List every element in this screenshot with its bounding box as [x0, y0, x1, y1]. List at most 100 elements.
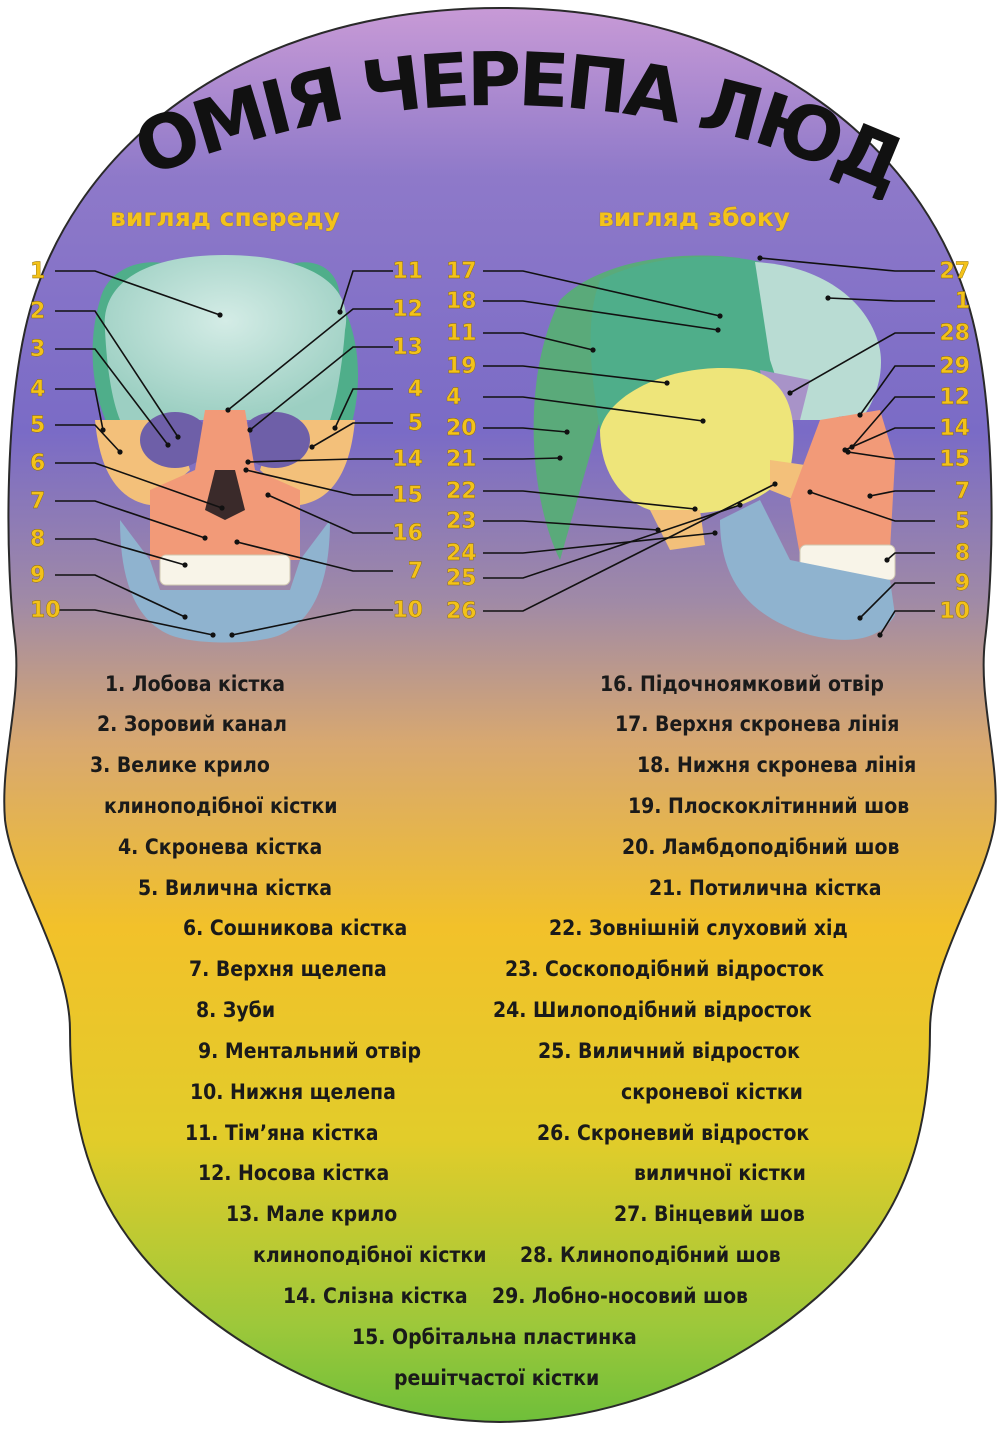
side-maxilla	[790, 410, 895, 555]
legend-right-item-15: 28. Клиноподібний шов	[520, 1243, 781, 1267]
side-left-leader-8	[483, 490, 696, 510]
front-right-point-10	[229, 632, 235, 638]
side-temporal	[600, 368, 794, 514]
side-left-leader-12	[483, 483, 776, 612]
side-right-point-11	[857, 615, 863, 621]
front-right-leader-8	[267, 494, 393, 534]
legend-left-item-16: 14. Слізна кістка	[283, 1284, 468, 1308]
legend-left-item-2: 2. Зоровий канал	[97, 712, 288, 736]
side-right-label-5: 5	[955, 509, 970, 534]
side-left-label-23: 23	[446, 509, 477, 534]
front-right-leader-5	[311, 422, 393, 448]
front-right-label-14: 14	[392, 447, 423, 472]
side-right-label-7: 7	[955, 479, 970, 504]
front-right-leader-7	[245, 469, 393, 496]
side-left-leader-10	[483, 532, 716, 554]
front-frontal-bone	[104, 255, 347, 420]
legend-right-item-16: 29. Лобно-носовий шов	[492, 1284, 749, 1308]
legend-right-item-12: 26. Скроневий відросток	[537, 1121, 810, 1145]
legend-left-item-14: 13. Мале крило	[226, 1202, 398, 1226]
front-right-leader-1	[339, 270, 393, 313]
side-left-leader-5	[483, 396, 704, 422]
side-right-leader-10	[886, 552, 935, 561]
subtitle-side: вигляд збоку	[598, 203, 791, 232]
front-right-label-13: 13	[392, 335, 423, 360]
side-right-point-9	[807, 489, 813, 495]
side-right-leader-1	[759, 257, 935, 272]
legend-left-item-6: 5. Вилична кістка	[138, 876, 332, 900]
side-left-leader-2	[483, 300, 719, 331]
legend-right-item-9: 24. Шилоподібний відросток	[493, 998, 812, 1022]
side-right-label-14: 14	[939, 416, 970, 441]
front-left-point-7	[202, 535, 208, 541]
front-right-label-15: 15	[392, 483, 423, 508]
front-right-label-7: 7	[408, 559, 423, 584]
side-left-leader-3	[483, 332, 594, 351]
front-left-point-3	[165, 442, 171, 448]
front-left-label-9: 9	[30, 563, 45, 588]
side-right-leader-9	[809, 491, 935, 522]
title-block: АНАТОМІЯ ЧЕРЕПА ЛЮДИНИ	[0, 0, 917, 200]
side-right-leader-6	[844, 427, 935, 451]
side-left-label-24: 24	[446, 541, 477, 566]
front-left-label-4: 4	[30, 377, 45, 402]
legend-right-item-13: виличної кістки	[634, 1161, 806, 1185]
front-left-leader-8	[55, 538, 186, 566]
side-left-label-11: 11	[446, 321, 477, 346]
front-left-leader-5	[55, 424, 121, 453]
side-left-point-5	[700, 418, 706, 424]
front-left-label-8: 8	[30, 527, 45, 552]
subtitle-front: вигляд спереду	[110, 203, 341, 232]
front-right-label-10: 10	[392, 598, 423, 623]
front-left-label-1: 1	[30, 259, 45, 284]
side-left-point-9	[655, 527, 661, 533]
front-left-label-10: 10	[30, 598, 61, 623]
legend-right-item-10: 25. Виличний відросток	[538, 1039, 800, 1063]
side-right-point-12	[877, 632, 883, 638]
front-left-point-8	[182, 562, 188, 568]
side-left-leader-6	[483, 427, 568, 433]
legend-right-item-6: 21. Потилична кістка	[649, 876, 882, 900]
side-right-leader-3	[789, 332, 935, 394]
side-left-label-25: 25	[446, 566, 477, 591]
front-left-leader-2	[55, 310, 179, 438]
front-left-leader-6	[55, 462, 223, 509]
front-orbit-left	[140, 412, 210, 468]
front-left-point-9	[182, 614, 188, 620]
front-right-label-5: 5	[408, 411, 423, 436]
front-left-label-5: 5	[30, 413, 45, 438]
front-right-leader-2	[227, 308, 393, 411]
front-left-leader-9	[55, 574, 186, 618]
side-left-point-7	[557, 455, 563, 461]
legend-left-item-11: 10. Нижня щелепа	[190, 1080, 396, 1104]
legend-left-item-15: клиноподібної кістки	[253, 1243, 487, 1267]
side-right-point-2	[825, 295, 831, 301]
side-left-label-17: 17	[446, 259, 477, 284]
legend-left-item-1: 1. Лобова кістка	[105, 672, 286, 696]
legend-right-item-5: 20. Ламбдоподібний шов	[622, 835, 900, 859]
front-right-label-4: 4	[408, 377, 423, 402]
side-left-label-19: 19	[446, 354, 477, 379]
front-left-leader-7	[55, 500, 206, 539]
front-right-point-4	[332, 425, 338, 431]
front-right-point-5	[309, 444, 315, 450]
legend-left-item-18: решітчастої кістки	[394, 1366, 600, 1390]
side-mandible	[720, 500, 895, 640]
front-left-label-7: 7	[30, 489, 45, 514]
legend-left-item-5: 4. Скронева кістка	[118, 835, 323, 859]
front-teeth	[159, 554, 291, 586]
legend-left-item-17: 15. Орбітальна пластинка	[352, 1325, 637, 1349]
side-right-leader-4	[859, 365, 935, 416]
side-left-leader-11	[483, 504, 741, 579]
front-left-leader-3	[55, 348, 169, 446]
front-right-leader-3	[249, 346, 393, 431]
front-left-point-5	[117, 449, 123, 455]
side-left-point-1	[717, 313, 723, 319]
side-right-point-3	[787, 390, 793, 396]
side-right-label-28: 28	[939, 321, 970, 346]
side-left-label-21: 21	[446, 447, 477, 472]
legend-left-item-9: 8. Зуби	[196, 998, 276, 1022]
legend-right-item-8: 23. Соскоподібний відросток	[505, 957, 825, 981]
front-right-point-2	[225, 407, 231, 413]
side-left-leader-9	[483, 520, 659, 531]
